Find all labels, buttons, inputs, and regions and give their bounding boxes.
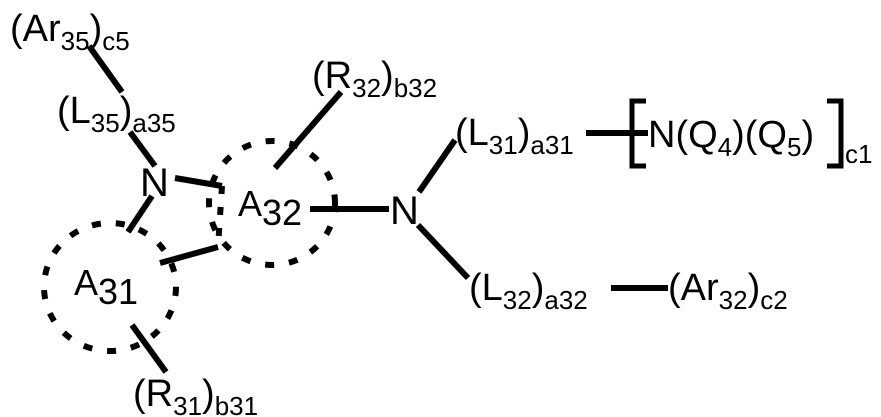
label-ring-a32: A32 xyxy=(238,183,302,233)
bond-center-n-to-l32 xyxy=(415,222,471,281)
label-ar35: (Ar35)c5 xyxy=(10,8,130,56)
bond-r32-to-ring-a32 xyxy=(272,90,344,170)
label-l32: (L32)a32 xyxy=(469,267,588,315)
label-ring-nitrogen: N xyxy=(140,161,169,205)
bond-center-n-to-l31 xyxy=(416,138,458,194)
label-l35: (L35)a35 xyxy=(57,90,176,138)
label-central-nitrogen: N xyxy=(390,189,419,233)
ring-a32-circle xyxy=(206,138,338,268)
label-l31: (L31)a31 xyxy=(455,112,574,160)
label-bracket-subscript-c1: c1 xyxy=(845,139,872,169)
label-r31: (R31)b31 xyxy=(133,373,258,417)
ring-a31-circle xyxy=(41,220,179,354)
bond-ringN-to-c5 xyxy=(125,194,155,234)
label-ar32: (Ar32)c2 xyxy=(668,267,788,315)
label-r32: (R32)b32 xyxy=(312,55,437,103)
label-nq4q5: N(Q4)(Q5) xyxy=(648,114,814,162)
bond-ar35-to-l35 xyxy=(86,44,125,94)
bond-r31-to-ring-a31 xyxy=(129,323,169,374)
bond-l35-to-ringN xyxy=(127,130,158,168)
bond-c3-to-c4 xyxy=(159,244,219,266)
label-ring-a31: A31 xyxy=(74,262,138,312)
bond-ringN-to-c2 xyxy=(174,175,223,189)
left-square-bracket xyxy=(629,98,646,169)
right-square-bracket xyxy=(827,98,844,169)
bond-c2-to-c3-dotted xyxy=(215,185,225,248)
